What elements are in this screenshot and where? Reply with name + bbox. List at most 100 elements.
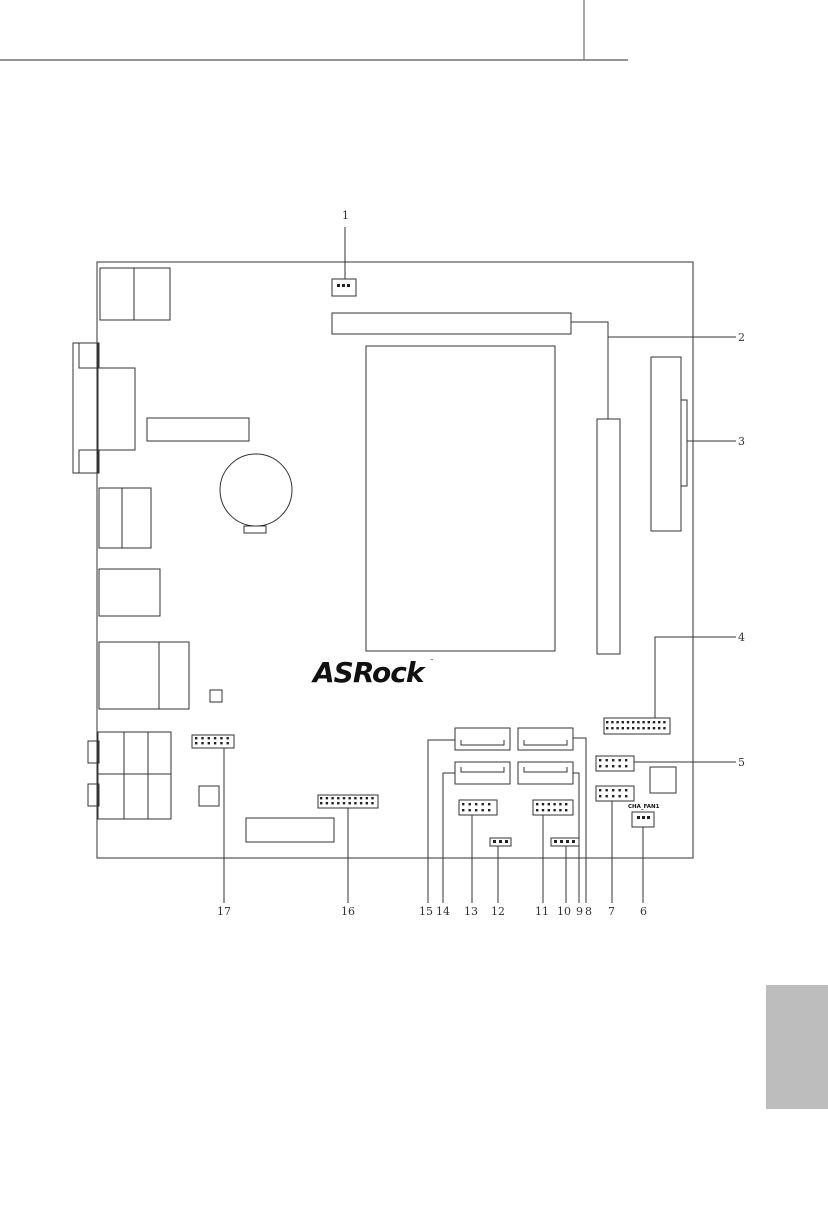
header-pin	[366, 797, 368, 799]
header-pin	[616, 721, 618, 723]
header-pin	[371, 802, 373, 804]
callout-5: 5	[738, 756, 745, 769]
header-pin	[627, 721, 629, 723]
sata-connector-3	[455, 762, 510, 784]
header-pin	[599, 789, 601, 791]
header-pin	[349, 797, 351, 799]
atx-power-connector	[651, 357, 681, 531]
vga-port	[98, 368, 135, 450]
header-pin	[195, 742, 197, 744]
callout-9: 9	[576, 905, 583, 918]
header-pin	[488, 809, 490, 811]
header-pin	[337, 797, 339, 799]
header-pin	[326, 802, 328, 804]
board-outline	[97, 262, 693, 858]
header-pin	[648, 721, 650, 723]
hdmi-port	[99, 569, 160, 616]
header-pin	[559, 803, 561, 805]
header-pin	[343, 797, 345, 799]
header-pin	[663, 727, 665, 729]
lan-usb-stack	[99, 642, 189, 709]
sata-connector-1	[455, 728, 510, 750]
header-pin	[475, 803, 477, 805]
pin-grids	[195, 721, 666, 811]
header-pin	[606, 727, 608, 729]
cmos-battery	[220, 454, 292, 526]
header-pin	[227, 737, 229, 739]
lpt-header	[147, 418, 249, 441]
header-pin	[354, 802, 356, 804]
header-pin	[637, 721, 639, 723]
header-pin	[642, 727, 644, 729]
trademark-mark: ™	[430, 658, 434, 663]
pin-header-audio	[192, 735, 234, 748]
header-pin	[619, 789, 621, 791]
header-pin	[320, 797, 322, 799]
header-pin	[611, 721, 613, 723]
header-pin	[627, 727, 629, 729]
header-pin	[214, 742, 216, 744]
header-pin	[606, 759, 608, 761]
header-pin	[611, 727, 613, 729]
callout-10: 10	[557, 905, 571, 918]
asrock-logo: ASRock	[311, 656, 427, 689]
header-pin	[625, 765, 627, 767]
callout-11: 11	[535, 905, 549, 918]
header-pin	[612, 795, 614, 797]
vga-screw-top	[79, 343, 99, 368]
sata-connector-4	[518, 762, 573, 784]
header-pin	[653, 721, 655, 723]
battery-clip	[244, 526, 266, 533]
header-pin	[622, 721, 624, 723]
header-pin	[565, 809, 567, 811]
header-pin	[220, 742, 222, 744]
atx-power-latch	[681, 400, 687, 486]
header-pin	[625, 759, 627, 761]
callout-15: 15	[419, 905, 433, 918]
super-io-chip	[650, 767, 676, 793]
header-pin	[542, 809, 544, 811]
header-pin	[360, 797, 362, 799]
memory-slot-vertical	[597, 419, 620, 654]
header-pin	[658, 721, 660, 723]
header-pin	[331, 802, 333, 804]
header-pin	[619, 795, 621, 797]
pin-header-tpm	[318, 795, 378, 808]
pin-header-com	[459, 800, 497, 815]
header-pin	[606, 789, 608, 791]
callout-6: 6	[640, 905, 647, 918]
header-pin	[632, 721, 634, 723]
callout-1: 1	[342, 209, 349, 222]
header-pin	[536, 809, 538, 811]
callout-3: 3	[738, 435, 745, 448]
header-pin	[201, 737, 203, 739]
header-pin	[349, 802, 351, 804]
small-chip	[210, 690, 222, 702]
cha-fan-label: CHA_FAN1	[628, 804, 660, 810]
header-pin	[606, 721, 608, 723]
callout-8: 8	[585, 905, 592, 918]
cha-fan-header	[632, 812, 654, 827]
header-pin	[214, 737, 216, 739]
header-pin	[619, 765, 621, 767]
pin-header-usb-2	[596, 786, 634, 801]
audio-jacks	[98, 732, 171, 819]
cpu-fan-header	[332, 279, 356, 296]
header-pin	[337, 802, 339, 804]
usb-ports-mid	[99, 488, 151, 548]
header-pin	[612, 789, 614, 791]
header-pin	[653, 727, 655, 729]
header-pin	[632, 727, 634, 729]
pin-header-usb-1	[596, 756, 634, 771]
pin-header-24	[604, 718, 670, 734]
callout-14: 14	[436, 905, 450, 918]
pcie-slot	[246, 818, 334, 842]
header-pin	[469, 803, 471, 805]
header-pin	[599, 795, 601, 797]
header-pin	[616, 727, 618, 729]
vga-port-flange	[73, 343, 98, 473]
header-pin	[542, 803, 544, 805]
callout-12: 12	[491, 905, 505, 918]
memory-slot-horizontal	[332, 313, 571, 334]
